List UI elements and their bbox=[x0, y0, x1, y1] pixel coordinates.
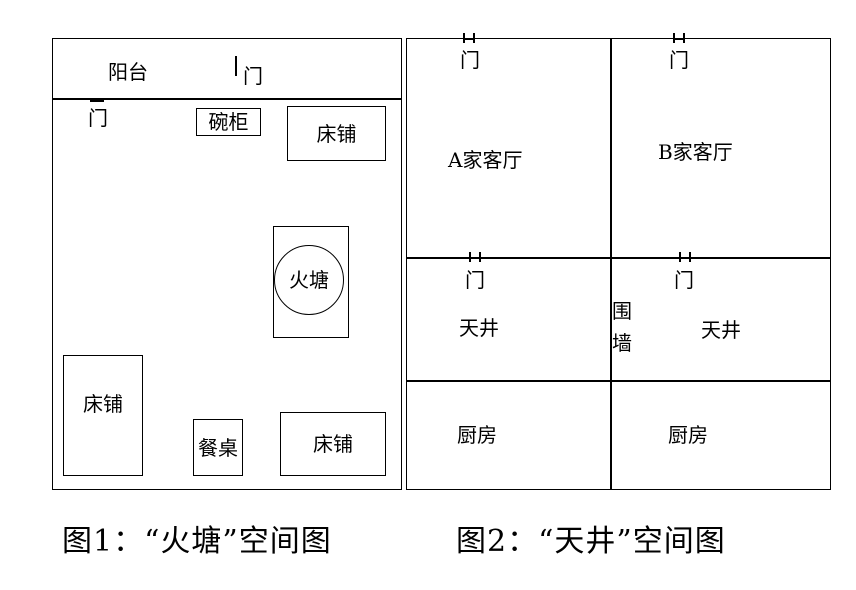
fig1-balcony-divider bbox=[52, 98, 402, 100]
fig1-dining-table: 餐桌 bbox=[193, 419, 243, 476]
fig2-door-d-label: 门 bbox=[674, 268, 694, 292]
fig2-door-a-label: 门 bbox=[460, 48, 480, 72]
fig1-dining-table-label: 餐桌 bbox=[198, 435, 238, 460]
fig1-bed-bottom-right-label: 床铺 bbox=[313, 432, 353, 456]
fig2-kitchen-b-label: 厨房 bbox=[668, 423, 708, 447]
fig1-balcony-label: 阳台 bbox=[108, 60, 148, 84]
fig1-door-left-label: 门 bbox=[88, 106, 108, 130]
fig2-door-d-tick-left bbox=[679, 252, 681, 262]
fig1-fire-pit-circle: 火塘 bbox=[274, 245, 344, 315]
fig2-door-b-label: 门 bbox=[669, 48, 689, 72]
fig2-living-a-label: A家客厅 bbox=[448, 148, 523, 172]
fig1-door-top-label: 门 bbox=[243, 64, 263, 88]
fig2-door-c-tick-left bbox=[469, 252, 471, 262]
fig1-bed-bottom-left: 床铺 bbox=[63, 355, 143, 476]
fig1-caption: 图1：“火塘”空间图 bbox=[62, 524, 332, 559]
fig1-cupboard: 碗柜 bbox=[196, 108, 261, 136]
fig1-cupboard-label: 碗柜 bbox=[208, 110, 249, 134]
fig1-fire-pit-frame bbox=[273, 226, 349, 338]
fig1-door-top-mark bbox=[235, 56, 237, 76]
fig2-outer-wall bbox=[406, 38, 831, 490]
fig2-center-wall bbox=[610, 38, 612, 490]
fig2-courtyard-b-label: 天井 bbox=[701, 318, 741, 342]
fig2-door-d-tick-right bbox=[689, 252, 691, 262]
fig1-bed-bottom-left-label: 床铺 bbox=[83, 391, 123, 416]
fig2-kitchen-a-label: 厨房 bbox=[457, 423, 497, 447]
fig2-door-c-label: 门 bbox=[465, 268, 485, 292]
fig2-courtyard-a-label: 天井 bbox=[459, 316, 499, 340]
fig1-fire-pit-label: 火塘 bbox=[289, 268, 329, 292]
fig2-caption: 图2：“天井”空间图 bbox=[456, 524, 726, 559]
fig2-door-a-bar bbox=[463, 38, 475, 40]
fig2-door-c-tick-right bbox=[479, 252, 481, 262]
fig2-living-divider bbox=[406, 257, 831, 259]
fig1-bed-top-right: 床铺 bbox=[287, 106, 386, 161]
fig2-wall-label-1: 围 bbox=[612, 299, 632, 323]
fig1-bed-bottom-right: 床铺 bbox=[280, 412, 386, 476]
fig2-door-b-bar bbox=[673, 38, 685, 40]
fig2-kitchen-divider bbox=[406, 380, 831, 382]
fig1-bed-top-right-label: 床铺 bbox=[316, 121, 357, 146]
fig2-wall-label-2: 墙 bbox=[612, 331, 632, 355]
fig1-outer-wall bbox=[52, 38, 402, 490]
fig1-door-left-mark bbox=[90, 100, 104, 102]
fig2-living-b-label: B家客厅 bbox=[658, 140, 733, 164]
